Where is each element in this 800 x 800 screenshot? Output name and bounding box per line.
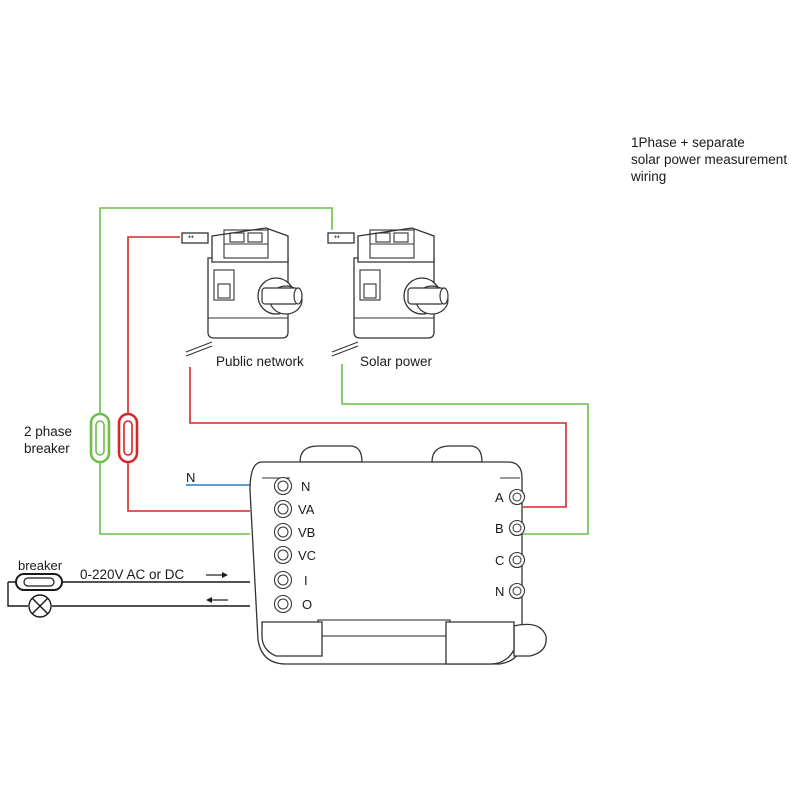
terminal-label-o: O (302, 597, 312, 612)
neutral-wire-label: N (186, 470, 195, 485)
title-line-3: wiring (631, 169, 667, 184)
right-terminal-block (508, 488, 526, 600)
terminal-screw-right-n (508, 582, 526, 600)
terminal-label-va: VA (298, 502, 315, 517)
arrow-left-icon (206, 597, 228, 603)
two-phase-breaker (89, 412, 139, 464)
terminal-label-a: A (495, 490, 504, 505)
terminal-screw-n (273, 476, 293, 496)
supply-label: 0-220V AC or DC (80, 567, 185, 582)
input-breaker-label: breaker (18, 558, 63, 573)
terminal-label-vc: VC (298, 548, 316, 563)
left-terminal-block (273, 476, 293, 614)
title-line-2: solar power measurement (631, 152, 788, 167)
red-wire-top (127, 236, 180, 415)
terminal-screw-b (508, 519, 526, 537)
terminal-label-right-n: N (495, 584, 504, 599)
terminal-label-vb: VB (298, 525, 315, 540)
terminal-label-c: C (495, 553, 504, 568)
terminal-screw-vb (273, 522, 293, 542)
red-wire-bottom (127, 460, 250, 512)
input-breaker (15, 573, 63, 591)
ct-sensor-public-network: ↔ (181, 227, 303, 357)
green-wire-top (99, 207, 333, 415)
diagram-title: 1Phase + separate solar power measuremen… (631, 134, 800, 185)
breaker-2phase-label-1: 2 phase (24, 424, 72, 439)
terminal-label-n: N (301, 479, 310, 494)
svg-text:↔: ↔ (188, 233, 194, 241)
terminal-screw-c (508, 551, 526, 569)
lamp-icon (28, 594, 52, 618)
terminal-label-i: I (304, 573, 308, 588)
terminal-label-b: B (495, 521, 504, 536)
terminal-screw-o (273, 594, 293, 614)
arrow-right-icon (206, 572, 228, 578)
title-line-1: 1Phase + separate (631, 135, 745, 150)
supply-wire-return (7, 582, 28, 607)
svg-text:↔: ↔ (334, 233, 340, 241)
terminal-screw-a (508, 488, 526, 506)
public-network-label: Public network (216, 354, 304, 369)
red-wire-main (189, 367, 567, 508)
terminal-screw-vc (273, 545, 293, 565)
ct-sensor-solar-power: ↔ (327, 227, 449, 357)
breaker-2phase-label-2: breaker (24, 441, 70, 456)
green-wire-bottom (99, 460, 250, 535)
measurement-device (249, 445, 547, 665)
solar-power-label: Solar power (360, 354, 433, 369)
green-wire-main (341, 364, 589, 535)
terminal-screw-va (273, 499, 293, 519)
terminal-screw-i (273, 570, 293, 590)
